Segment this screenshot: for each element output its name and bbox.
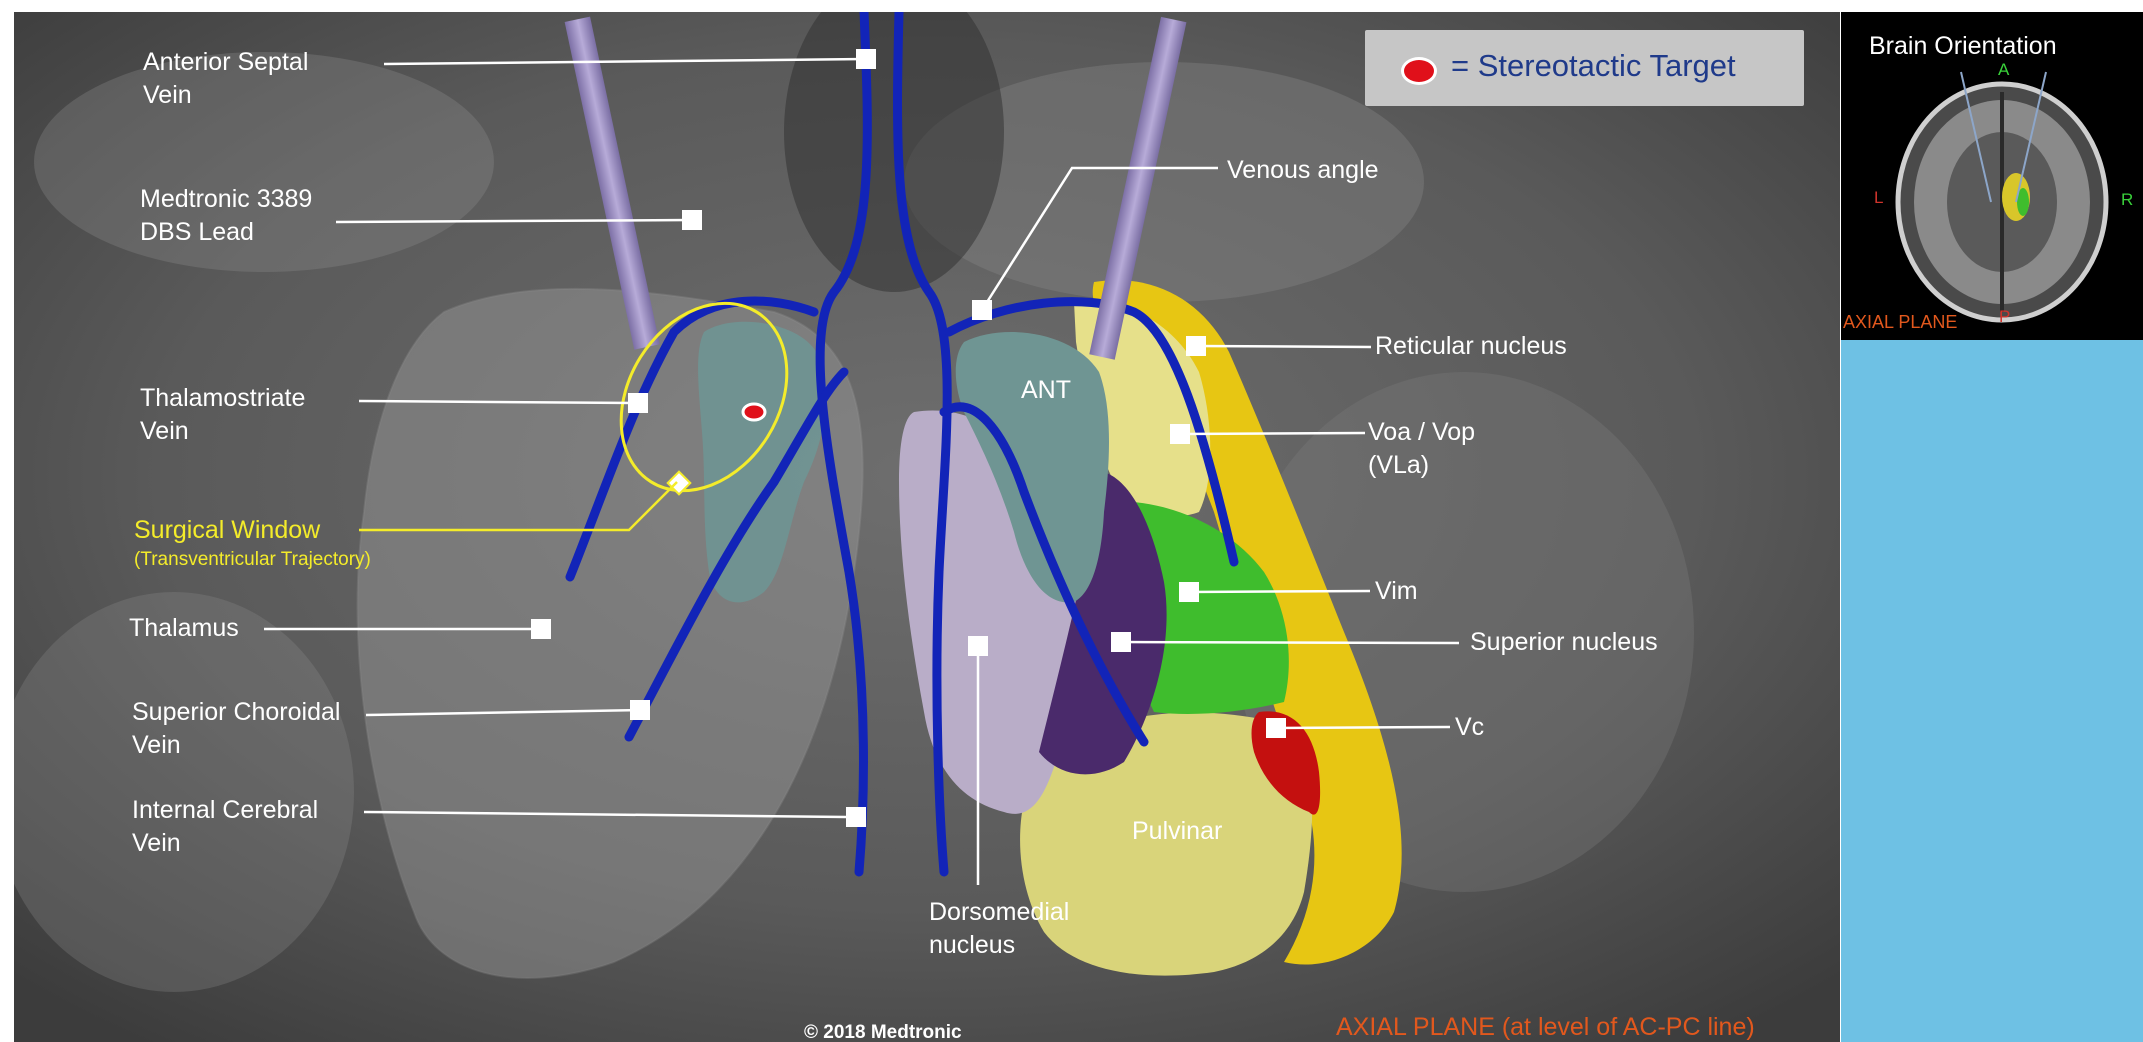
- label-line: Reticular nucleus: [1375, 330, 1567, 363]
- side-blue-panel: [1841, 340, 2143, 1042]
- leader-voa-vop: [1180, 433, 1365, 434]
- leader-reticular: [1196, 346, 1371, 347]
- label-line: Dorsomedial: [929, 896, 1069, 929]
- label-line: DBS Lead: [140, 216, 312, 249]
- leader-vim: [1189, 591, 1370, 592]
- label-superior-choroidal-vein: Superior Choroidal Vein: [132, 696, 340, 762]
- orientation-anterior: A: [1998, 60, 2009, 80]
- label-superior-nucleus: Superior nucleus: [1470, 626, 1658, 659]
- marker-reticular: [1186, 336, 1206, 356]
- label-line: Pulvinar: [1132, 815, 1222, 848]
- marker-thalamostriate: [628, 393, 648, 413]
- label-line: Medtronic 3389: [140, 183, 312, 216]
- label-anterior-septal-vein: Anterior Septal Vein: [143, 46, 308, 112]
- copyright-text: © 2018 Medtronic: [804, 1022, 962, 1042]
- label-surgical-window: Surgical Window (Transventricular Trajec…: [134, 514, 371, 573]
- label-line: (Transventricular Trajectory): [134, 547, 371, 573]
- label-thalamostriate-vein: Thalamostriate Vein: [140, 382, 305, 448]
- marker-thalamus: [531, 619, 551, 639]
- label-vim: Vim: [1375, 575, 1418, 608]
- marker-vc: [1266, 718, 1286, 738]
- marker-dbs-lead: [682, 210, 702, 230]
- label-line: Vein: [132, 729, 340, 762]
- marker-superior-nucleus: [1111, 632, 1131, 652]
- label-line: Vim: [1375, 575, 1418, 608]
- legend-box: = Stereotactic Target: [1365, 30, 1804, 106]
- label-pulvinar: Pulvinar: [1132, 815, 1222, 848]
- orientation-title: Brain Orientation: [1869, 32, 2057, 61]
- orientation-brain-image: [1841, 12, 2143, 340]
- label-line: Vein: [140, 415, 305, 448]
- label-line: Superior nucleus: [1470, 626, 1658, 659]
- stereotactic-diagram: Anterior Septal Vein Medtronic 3389 DBS …: [14, 12, 1840, 1042]
- leader-superior-nucleus: [1121, 642, 1459, 643]
- marker-internal-cerebral: [846, 807, 866, 827]
- stereotactic-target-dot: [743, 404, 765, 420]
- stereotactic-target-legend-marker: [1401, 57, 1437, 85]
- orientation-left: L: [1874, 188, 1883, 208]
- label-line: (VLa): [1368, 449, 1475, 482]
- label-line: ANT: [1021, 374, 1071, 407]
- label-venous-angle: Venous angle: [1227, 154, 1379, 187]
- label-dorsomedial-nucleus: Dorsomedial nucleus: [929, 896, 1069, 962]
- leader-vc: [1276, 727, 1450, 728]
- label-internal-cerebral-vein: Internal Cerebral Vein: [132, 794, 318, 860]
- label-vc: Vc: [1455, 711, 1484, 744]
- orientation-panel: Brain Orientation A L R P AXIAL PLANE: [1841, 12, 2143, 340]
- label-line: Venous angle: [1227, 154, 1379, 187]
- label-thalamus: Thalamus: [129, 612, 239, 645]
- legend-text: = Stereotactic Target: [1451, 46, 1736, 86]
- orientation-posterior: P: [1999, 307, 2010, 327]
- marker-venous-angle: [972, 300, 992, 320]
- label-ant: ANT: [1021, 374, 1071, 407]
- label-line: Anterior Septal: [143, 46, 308, 79]
- label-line: Internal Cerebral: [132, 794, 318, 827]
- label-line: Thalamostriate: [140, 382, 305, 415]
- label-line: Superior Choroidal: [132, 696, 340, 729]
- marker-voa-vop: [1170, 424, 1190, 444]
- label-line: Vc: [1455, 711, 1484, 744]
- marker-anterior-septal: [856, 49, 876, 69]
- label-line: Voa / Vop: [1368, 416, 1475, 449]
- label-line: Thalamus: [129, 612, 239, 645]
- plane-caption: AXIAL PLANE (at level of AC-PC line): [1336, 1013, 1755, 1042]
- label-reticular-nucleus: Reticular nucleus: [1375, 330, 1567, 363]
- orientation-plane: AXIAL PLANE: [1843, 312, 1957, 333]
- marker-superior-choroidal: [630, 700, 650, 720]
- label-dbs-lead: Medtronic 3389 DBS Lead: [140, 183, 312, 249]
- label-line: Vein: [132, 827, 318, 860]
- marker-dorsomedial: [968, 636, 988, 656]
- label-line: nucleus: [929, 929, 1069, 962]
- marker-vim: [1179, 582, 1199, 602]
- label-line: Vein: [143, 79, 308, 112]
- orientation-right: R: [2121, 190, 2133, 210]
- label-voa-vop: Voa / Vop (VLa): [1368, 416, 1475, 482]
- label-line: Surgical Window: [134, 514, 371, 547]
